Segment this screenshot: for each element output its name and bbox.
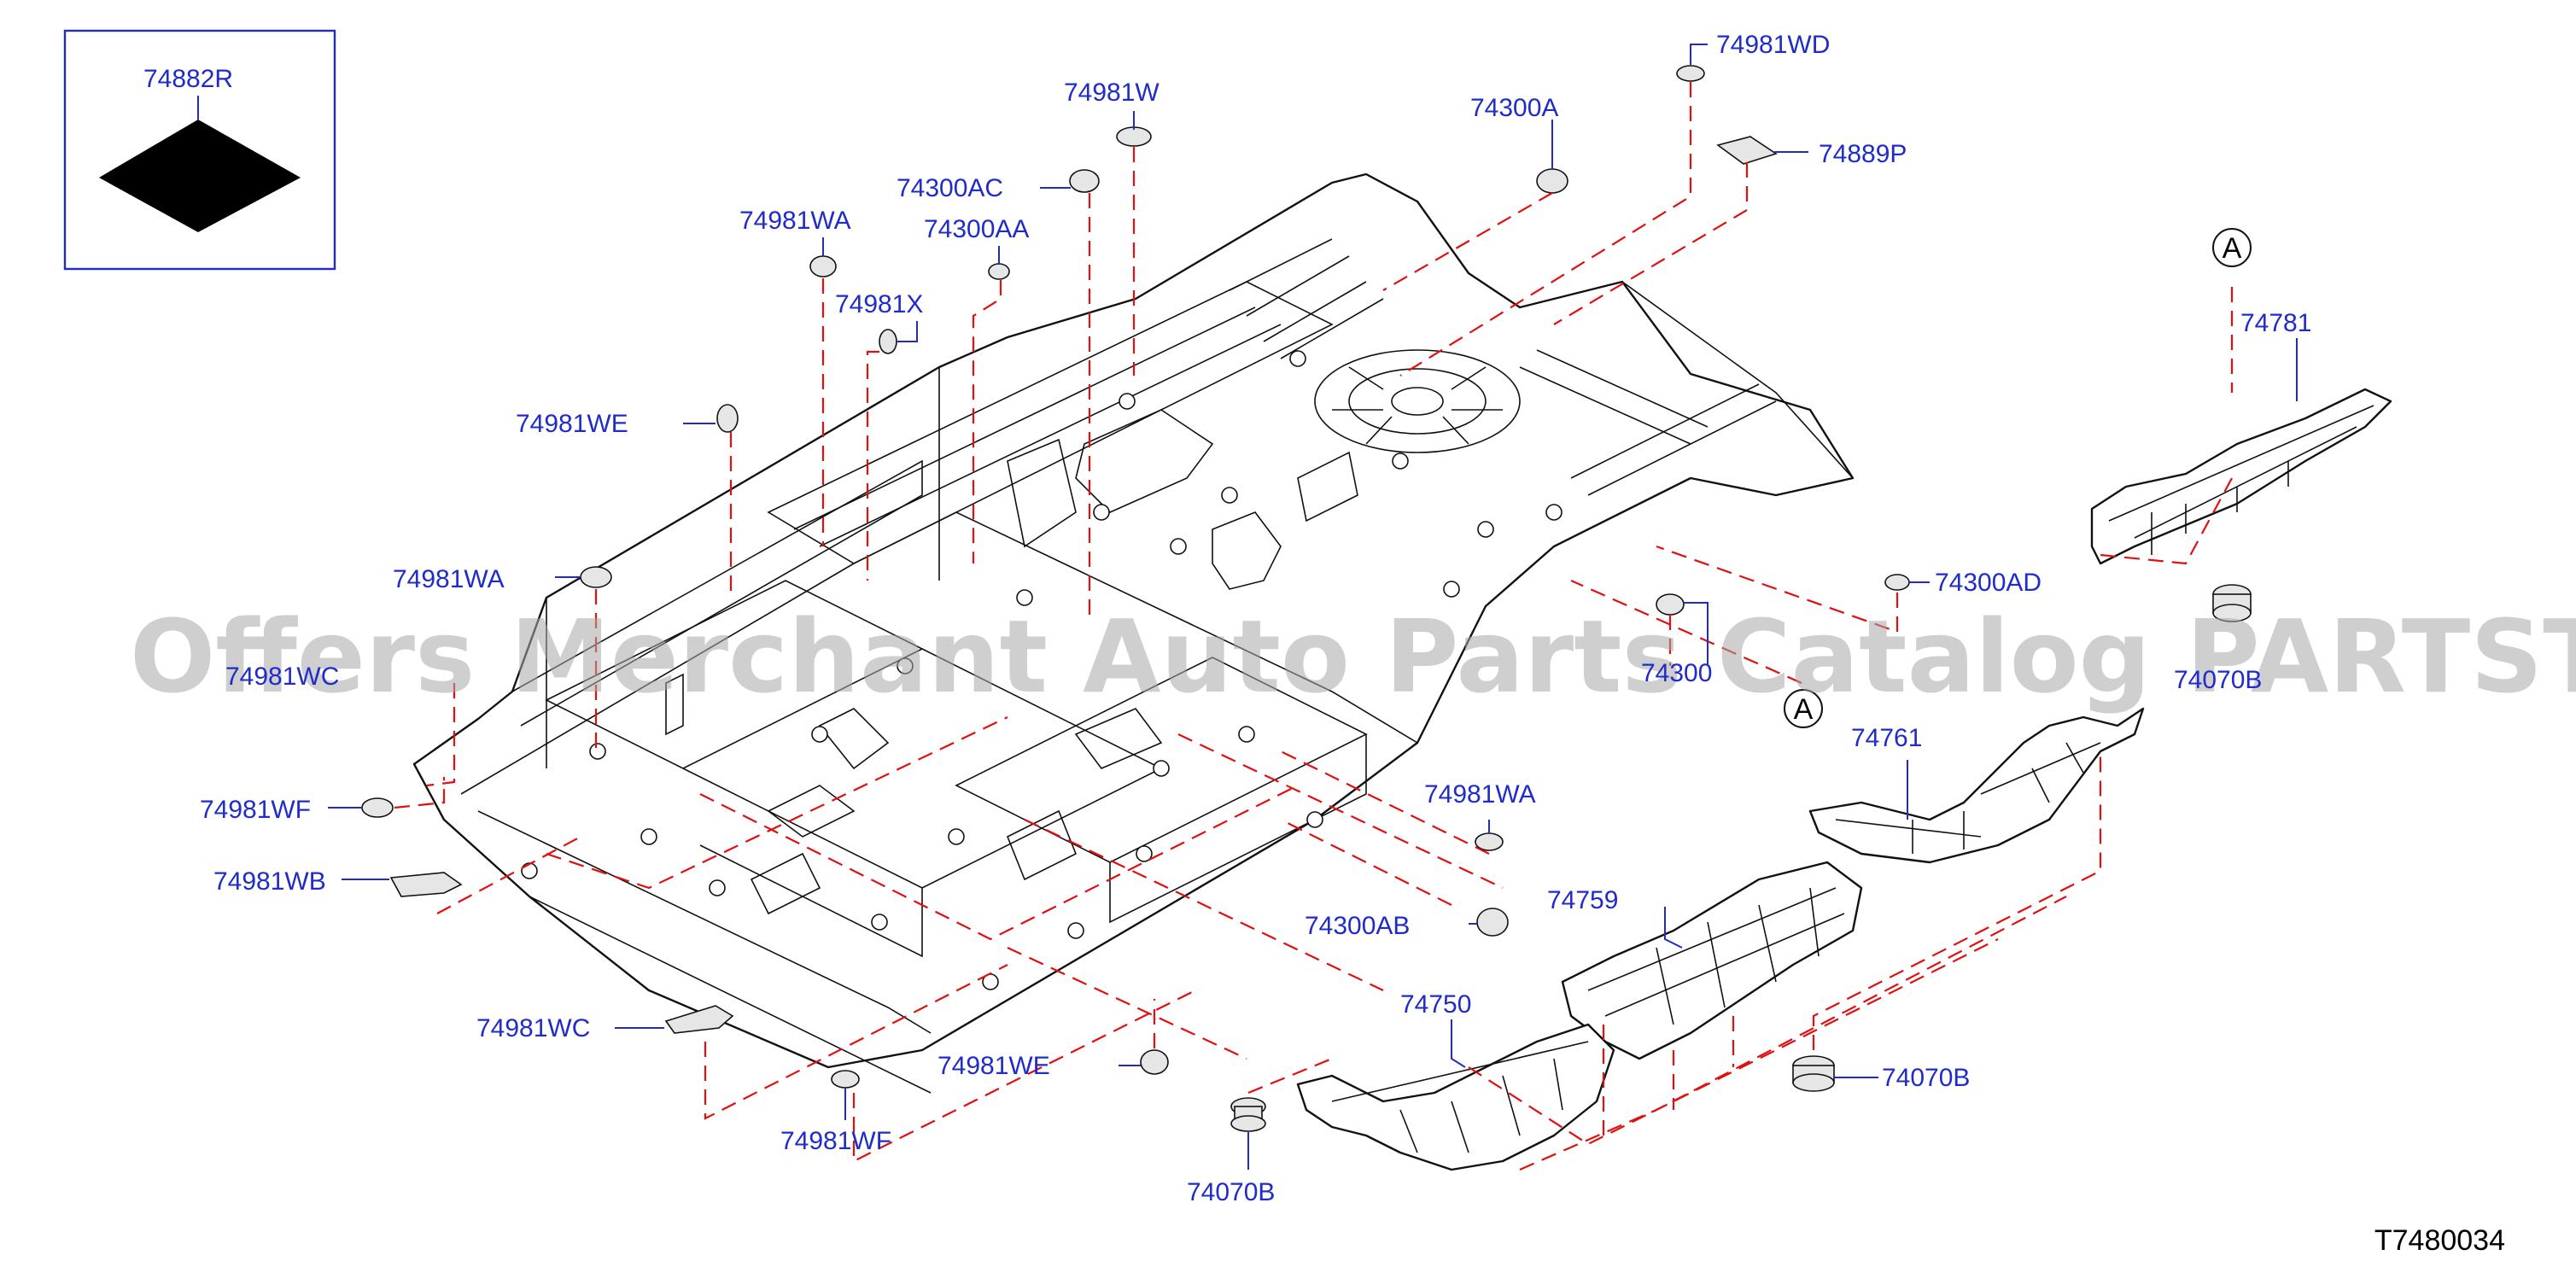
label-74070B-2: 74070B — [1882, 1064, 1970, 1092]
label-74981WD: 74981WD — [1716, 31, 1830, 59]
svg-text:A: A — [2223, 232, 2242, 265]
grommet-74070B-2 — [1792, 1055, 1835, 1092]
label-74761: 74761 — [1851, 724, 1922, 752]
plug-74981WE-1 — [716, 404, 739, 433]
label-74300AB: 74300AB — [1305, 912, 1410, 940]
diagram-code: T7480034 — [2374, 1224, 2505, 1257]
plugs-grommets — [361, 65, 2252, 1132]
plug-74981WA-1 — [809, 255, 837, 277]
insulator-74761 — [1808, 707, 2145, 864]
part-number-labels: 74882R 74981W 74981WD 74300A 74889P 7430… — [143, 31, 2311, 1206]
inset-box-74882R — [63, 29, 336, 271]
insulator-74759 — [1561, 861, 1863, 1060]
label-74981WF-1: 74981WF — [200, 796, 311, 824]
label-74981WC-1: 74981WC — [225, 663, 339, 691]
label-74981WF-2: 74981WF — [780, 1127, 891, 1155]
label-74981WA-2: 74981WA — [393, 565, 505, 593]
label-74759: 74759 — [1547, 886, 1618, 914]
label-74981X: 74981X — [835, 290, 923, 318]
label-74300AD: 74300AD — [1935, 569, 2042, 597]
plug-74300A — [1536, 168, 1568, 194]
svg-text:A: A — [1794, 693, 1814, 726]
label-74981WE-1: 74981WE — [516, 410, 628, 438]
plug-74981WC-2 — [664, 1005, 734, 1034]
plug-74981X — [879, 329, 897, 354]
label-74981WE-2: 74981WE — [938, 1052, 1050, 1080]
label-74300-partial: 74300 — [1641, 659, 1712, 687]
label-74981WA-3: 74981WA — [1424, 780, 1536, 809]
plug-74981WD — [1676, 65, 1705, 82]
plug-74300AA — [988, 263, 1010, 280]
label-74300AA: 74300AA — [924, 215, 1029, 243]
plug-74981WB — [389, 872, 463, 897]
label-74300A: 74300A — [1470, 94, 1558, 122]
floor-holes — [521, 350, 1563, 990]
label-74981WA-1: 74981WA — [739, 207, 851, 235]
label-74981WC-2: 74981WC — [476, 1014, 590, 1042]
label-74300AC: 74300AC — [897, 174, 1003, 202]
insulator-74750 — [1296, 1023, 1615, 1171]
grommet-74070B-1 — [1230, 1097, 1266, 1132]
reference-mark-A-2: A — [1784, 689, 1823, 728]
plug-74981WF-2 — [831, 1070, 860, 1089]
plug-74981WF-1 — [361, 797, 394, 818]
label-74889P: 74889P — [1819, 140, 1907, 168]
watermark: Offers Merchant Auto Parts Catalog PARTS… — [130, 598, 2576, 715]
plug-74300AD — [1884, 574, 1910, 591]
plug-74981WA-3 — [1475, 832, 1504, 851]
insulator-74781 — [2090, 388, 2392, 565]
label-74070B-3: 74070B — [2174, 666, 2262, 694]
plug-74981WA-2 — [580, 566, 612, 588]
plug-74300AB — [1476, 908, 1509, 937]
plug-74981WE-2 — [1140, 1049, 1169, 1075]
patch-74889P — [1716, 136, 1778, 165]
reference-mark-A-1: A — [2212, 228, 2252, 267]
label-74750: 74750 — [1400, 990, 1471, 1019]
label-74070B-1: 74070B — [1187, 1178, 1275, 1206]
label-74981W: 74981W — [1064, 79, 1159, 107]
floor-panel-assembly — [412, 172, 1855, 1094]
label-74882R: 74882R — [143, 65, 233, 93]
plug-74981W — [1116, 126, 1152, 147]
installation-lines — [394, 82, 2234, 1171]
label-74781: 74781 — [2240, 309, 2311, 337]
plug-74300AC — [1069, 169, 1100, 193]
label-74981WB: 74981WB — [213, 867, 326, 896]
label-leaders — [328, 44, 2298, 1170]
grommet-74070B-3 — [2212, 584, 2252, 622]
